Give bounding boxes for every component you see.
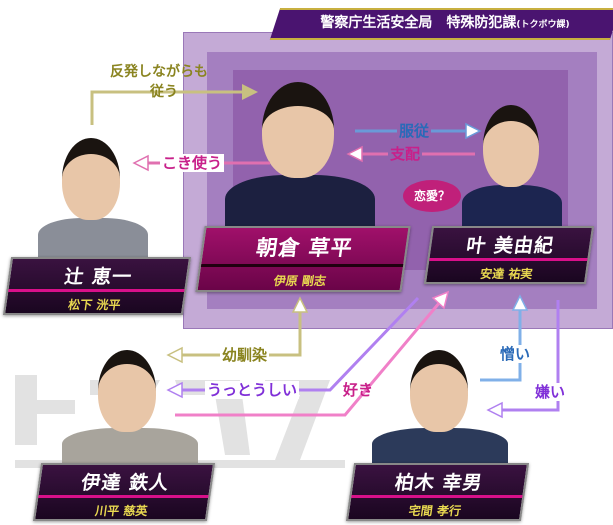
romance-bubble: 恋愛？ (403, 180, 461, 212)
arrowhead (166, 381, 183, 399)
card-tsuji[interactable]: 辻 恵一 松下 洸平 (2, 257, 192, 315)
arrowhead (242, 84, 258, 100)
arrowhead (166, 346, 183, 364)
department-note: (トクボウ課) (516, 20, 570, 30)
relation-label: 好き (343, 381, 374, 399)
character-name: 伊達 鉄人 (79, 472, 171, 494)
relation-label: 憎い (500, 345, 531, 363)
character-name: 柏木 幸男 (393, 472, 485, 494)
department-title: 警察庁生活安全局 特殊防犯課(トクボウ課) (285, 12, 605, 32)
relation-label: 服従 (397, 122, 432, 140)
character-name: 叶 美由紀 (464, 235, 556, 257)
relation-label: 反発しながらも (110, 64, 208, 80)
arrow-dislike (500, 300, 560, 412)
card-date[interactable]: 伊達 鉄人 川平 慈英 (32, 463, 216, 521)
arrowhead (431, 290, 450, 310)
actor-name: 宅間 孝行 (407, 504, 462, 518)
relation-label: 支配 (388, 145, 423, 163)
actor-name: 松下 洸平 (67, 298, 122, 312)
arrowhead (291, 296, 309, 313)
relation-label: 幼馴染 (220, 346, 270, 364)
arrow-tsuji-asakura (90, 90, 242, 125)
character-name: 朝倉 草平 (254, 236, 355, 260)
arrow-hate (480, 305, 522, 382)
card-kashiwagi[interactable]: 柏木 幸男 宅間 孝行 (345, 463, 530, 521)
character-name: 辻 恵一 (62, 266, 134, 288)
arrowhead (346, 145, 363, 163)
card-asakura[interactable]: 朝倉 草平 伊原 剛志 (195, 226, 411, 292)
relation-label: 従う (150, 84, 178, 100)
arrowhead (132, 154, 149, 172)
relation-label: 嫌い (535, 383, 566, 401)
relation-label: こき使う (160, 154, 225, 172)
card-kanou[interactable]: 叶 美由紀 安達 祐実 (423, 226, 595, 284)
arrowhead (511, 294, 529, 311)
actor-name: 伊原 剛志 (272, 274, 327, 288)
arrow-like (175, 301, 442, 417)
arrowhead (486, 401, 503, 419)
arrowhead (465, 122, 482, 140)
actor-name: 川平 慈英 (94, 504, 149, 518)
relation-label: うっとうしい (205, 381, 300, 399)
department-name: 警察庁生活安全局 特殊防犯課 (320, 15, 517, 31)
actor-name: 安達 祐実 (479, 267, 534, 281)
